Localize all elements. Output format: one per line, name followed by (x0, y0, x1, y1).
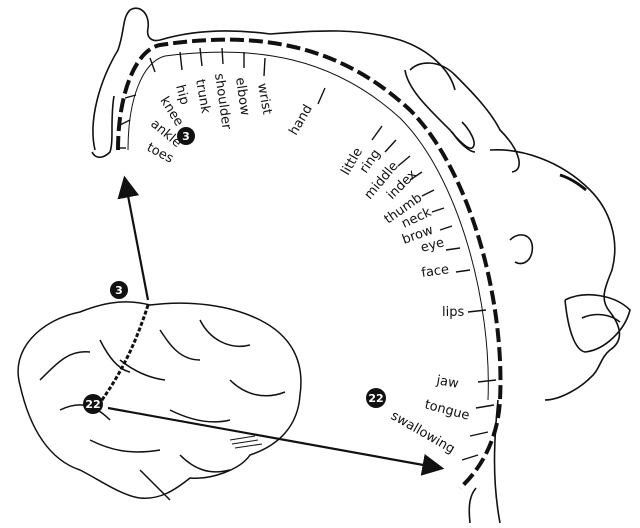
brain-illustration (17, 301, 302, 501)
motor-labels: toes ankle knee hip trunk shoulder elbow… (144, 72, 471, 457)
svg-text:22: 22 (85, 398, 100, 411)
badge-bottom-brain: 22 (83, 394, 103, 414)
svg-text:3: 3 (115, 284, 123, 297)
label-wrist: wrist (254, 82, 274, 116)
label-eye: eye (419, 235, 446, 256)
label-hand: hand (286, 102, 315, 138)
homunculus-figure (91, 7, 631, 524)
svg-text:22: 22 (368, 392, 383, 405)
arrow-to-face (107, 406, 445, 476)
badge-top-area: 3 (177, 127, 195, 145)
label-tongue: tongue (423, 397, 471, 423)
label-jaw: jaw (434, 373, 460, 392)
arrow-to-legs (117, 175, 150, 301)
label-ticks (118, 47, 497, 461)
cortex-arc-inner (127, 51, 489, 401)
label-face: face (420, 262, 450, 281)
label-shoulder: shoulder (211, 72, 234, 131)
label-hip: hip (172, 83, 192, 106)
badge-bottom-area: 22 (366, 388, 386, 408)
label-elbow: elbow (232, 76, 252, 117)
badge-top-brain: 3 (110, 281, 128, 299)
cortex-arc (116, 37, 503, 490)
label-lips: lips (442, 305, 464, 320)
svg-text:3: 3 (182, 130, 190, 143)
label-trunk: trunk (192, 78, 213, 115)
